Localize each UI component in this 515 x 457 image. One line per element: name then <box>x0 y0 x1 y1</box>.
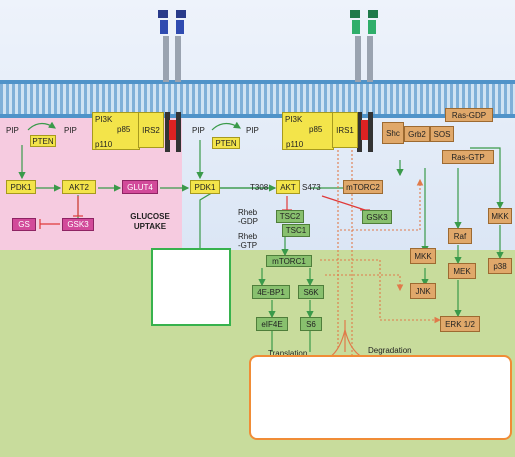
pi3k-left-label: PI3K <box>95 115 113 124</box>
glut4: GLUT4 <box>122 180 158 194</box>
s6k: S6K <box>298 285 324 299</box>
rheb-gtp-line1: Rheb <box>238 232 258 241</box>
rheb-gdp-label: Rheb -GDP <box>238 208 258 226</box>
mkk-right: MKK <box>488 208 512 224</box>
erk-1-2: ERK 1/2 <box>440 316 480 332</box>
4e-bp1: 4E-BP1 <box>252 285 290 299</box>
pip-mid-b: PIP <box>246 126 259 135</box>
glucose-label-line2: UPTAKE <box>133 222 167 231</box>
gsk3-middle: GSK3 <box>362 210 392 224</box>
p110-left: p110 <box>95 140 113 149</box>
p85-middle: p85 <box>309 125 323 134</box>
ras-gdp: Ras-GDP <box>445 108 493 122</box>
mkk-left: MKK <box>410 248 436 264</box>
rheb-gdp-line2: -GDP <box>238 217 258 226</box>
rheb-gtp-label: Rheb -GTP <box>238 232 257 250</box>
shc: Shc <box>382 122 404 144</box>
insulin-receptor-right <box>350 10 378 152</box>
s6: S6 <box>300 317 322 331</box>
translation-label: Translation <box>268 349 308 358</box>
mek: MEK <box>448 263 476 279</box>
jnk: JNK <box>410 283 436 299</box>
pten-left: PTEN <box>30 135 56 147</box>
grb2: Grb2 <box>404 126 430 142</box>
blank-green-box <box>151 248 231 326</box>
pdk1-middle: PDK1 <box>190 180 220 194</box>
rheb-gtp-line2: -GTP <box>238 241 258 250</box>
tsc2: TSC2 <box>276 210 304 223</box>
akt: AKT <box>276 180 300 194</box>
blank-orange-box <box>249 355 512 440</box>
degradation-label: Degradation <box>368 346 412 355</box>
p85-left: p85 <box>117 125 131 134</box>
p38: p38 <box>488 258 512 274</box>
mtorc1: mTORC1 <box>266 255 312 267</box>
tsc1: TSC1 <box>282 224 310 237</box>
raf: Raf <box>448 228 472 244</box>
glucose-uptake-label: GLUCOSE UPTAKE <box>120 212 180 232</box>
t308-label: T308 <box>250 183 269 192</box>
irs1: IRS1 <box>332 112 358 148</box>
mtorc2: mTORC2 <box>343 180 383 194</box>
irs2: IRS2 <box>138 112 164 148</box>
pip-left-a: PIP <box>6 126 19 135</box>
pip-mid-a: PIP <box>192 126 205 135</box>
p110-middle: p110 <box>286 140 304 149</box>
pdk1-left: PDK1 <box>6 180 36 194</box>
pip-left-b: PIP <box>64 126 77 135</box>
pi3k-complex-middle: PI3K <box>282 112 334 150</box>
eif4e: eIF4E <box>256 317 288 331</box>
gsk3-left: GSK3 <box>62 218 94 231</box>
rheb-gdp-line1: Rheb <box>238 208 258 217</box>
pi3k-middle-label: PI3K <box>285 115 303 124</box>
gs: GS <box>12 218 36 231</box>
insulin-receptor-left <box>158 10 186 152</box>
cell-membrane <box>0 80 515 118</box>
sos: SOS <box>430 126 454 142</box>
pten-middle: PTEN <box>212 137 240 149</box>
ras-gtp: Ras-GTP <box>442 150 494 164</box>
glucose-label-line1: GLUCOSE <box>130 212 170 221</box>
akt2: AKT2 <box>62 180 96 194</box>
s473-label: S473 <box>302 183 321 192</box>
